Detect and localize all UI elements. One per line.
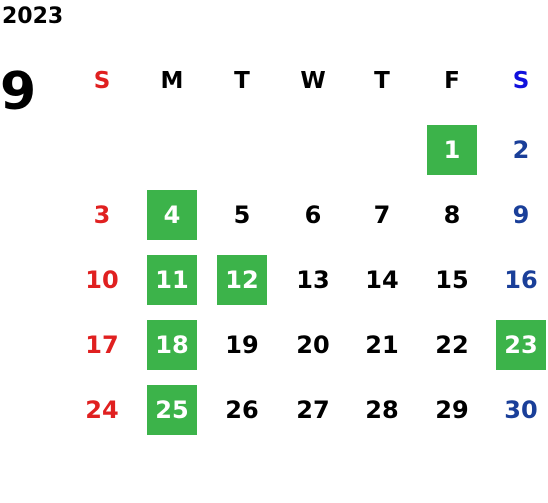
day-cell[interactable]: 7 xyxy=(373,201,391,229)
weekday-header: S xyxy=(512,68,530,94)
month-label: 9 xyxy=(0,62,37,122)
day-cell[interactable]: 30 xyxy=(504,396,538,424)
weekday-header: W xyxy=(300,68,326,94)
day-cell[interactable]: 5 xyxy=(233,201,251,229)
day-cell[interactable]: 29 xyxy=(435,396,469,424)
weekday-header: T xyxy=(234,68,250,94)
day-cell[interactable]: 16 xyxy=(504,266,538,294)
weekday-header: S xyxy=(93,68,111,94)
day-cell[interactable]: 13 xyxy=(296,266,330,294)
day-cell[interactable]: 3 xyxy=(93,201,111,229)
day-cell[interactable]: 6 xyxy=(304,201,322,229)
day-cell[interactable]: 1 xyxy=(427,125,477,175)
day-cell[interactable]: 22 xyxy=(435,331,469,359)
day-cell[interactable]: 12 xyxy=(217,255,267,305)
day-cell[interactable]: 11 xyxy=(147,255,197,305)
day-cell[interactable]: 18 xyxy=(147,320,197,370)
day-cell[interactable]: 8 xyxy=(443,201,461,229)
day-cell[interactable]: 25 xyxy=(147,385,197,435)
weekday-header: M xyxy=(160,68,184,94)
day-cell[interactable]: 2 xyxy=(512,136,530,164)
weekday-header: T xyxy=(374,68,390,94)
day-cell[interactable]: 27 xyxy=(296,396,330,424)
day-cell[interactable]: 23 xyxy=(496,320,546,370)
day-cell[interactable]: 28 xyxy=(365,396,399,424)
day-cell[interactable]: 9 xyxy=(512,201,530,229)
day-cell[interactable]: 4 xyxy=(147,190,197,240)
day-cell[interactable]: 15 xyxy=(435,266,469,294)
day-cell[interactable]: 26 xyxy=(225,396,259,424)
day-cell[interactable]: 14 xyxy=(365,266,399,294)
weekday-header: F xyxy=(444,68,460,94)
day-cell[interactable]: 17 xyxy=(85,331,119,359)
day-cell[interactable]: 19 xyxy=(225,331,259,359)
day-cell[interactable]: 24 xyxy=(85,396,119,424)
day-cell[interactable]: 20 xyxy=(296,331,330,359)
day-cell[interactable]: 21 xyxy=(365,331,399,359)
day-cell[interactable]: 10 xyxy=(85,266,119,294)
year-label: 2023 xyxy=(2,4,64,29)
